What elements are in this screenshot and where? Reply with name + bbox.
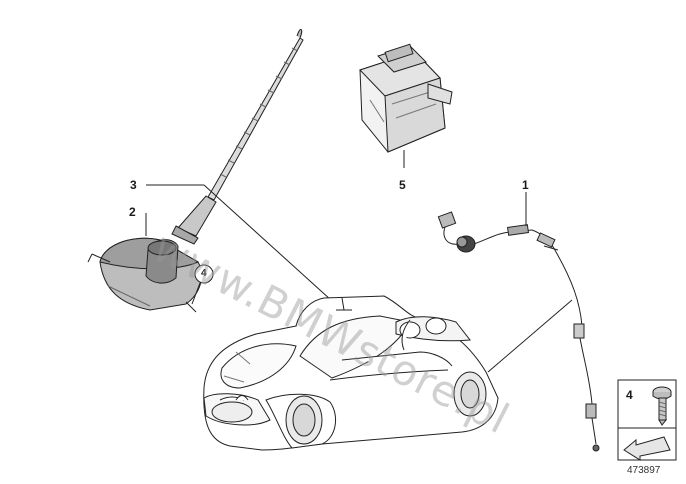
screw-callout-circle (191, 264, 214, 305)
legend-item-number: 4 (626, 388, 633, 402)
callout-part-3[interactable]: 3 (130, 178, 137, 192)
convertible-car (203, 295, 499, 451)
control-unit-part[interactable] (359, 43, 453, 168)
callout-part-5[interactable]: 5 (399, 178, 406, 192)
diagram-reference-number: 473897 (627, 465, 661, 476)
antenna-base-part[interactable] (87, 237, 202, 313)
leader-lines (145, 184, 573, 373)
callout-part-1[interactable]: 1 (522, 178, 529, 192)
rod-antenna-part[interactable] (171, 29, 304, 245)
callout-part-2[interactable]: 2 (129, 205, 136, 219)
cable-harness-part[interactable] (437, 192, 600, 452)
legend-box (617, 379, 677, 461)
callout-part-4-circled[interactable]: 4 (201, 268, 207, 279)
